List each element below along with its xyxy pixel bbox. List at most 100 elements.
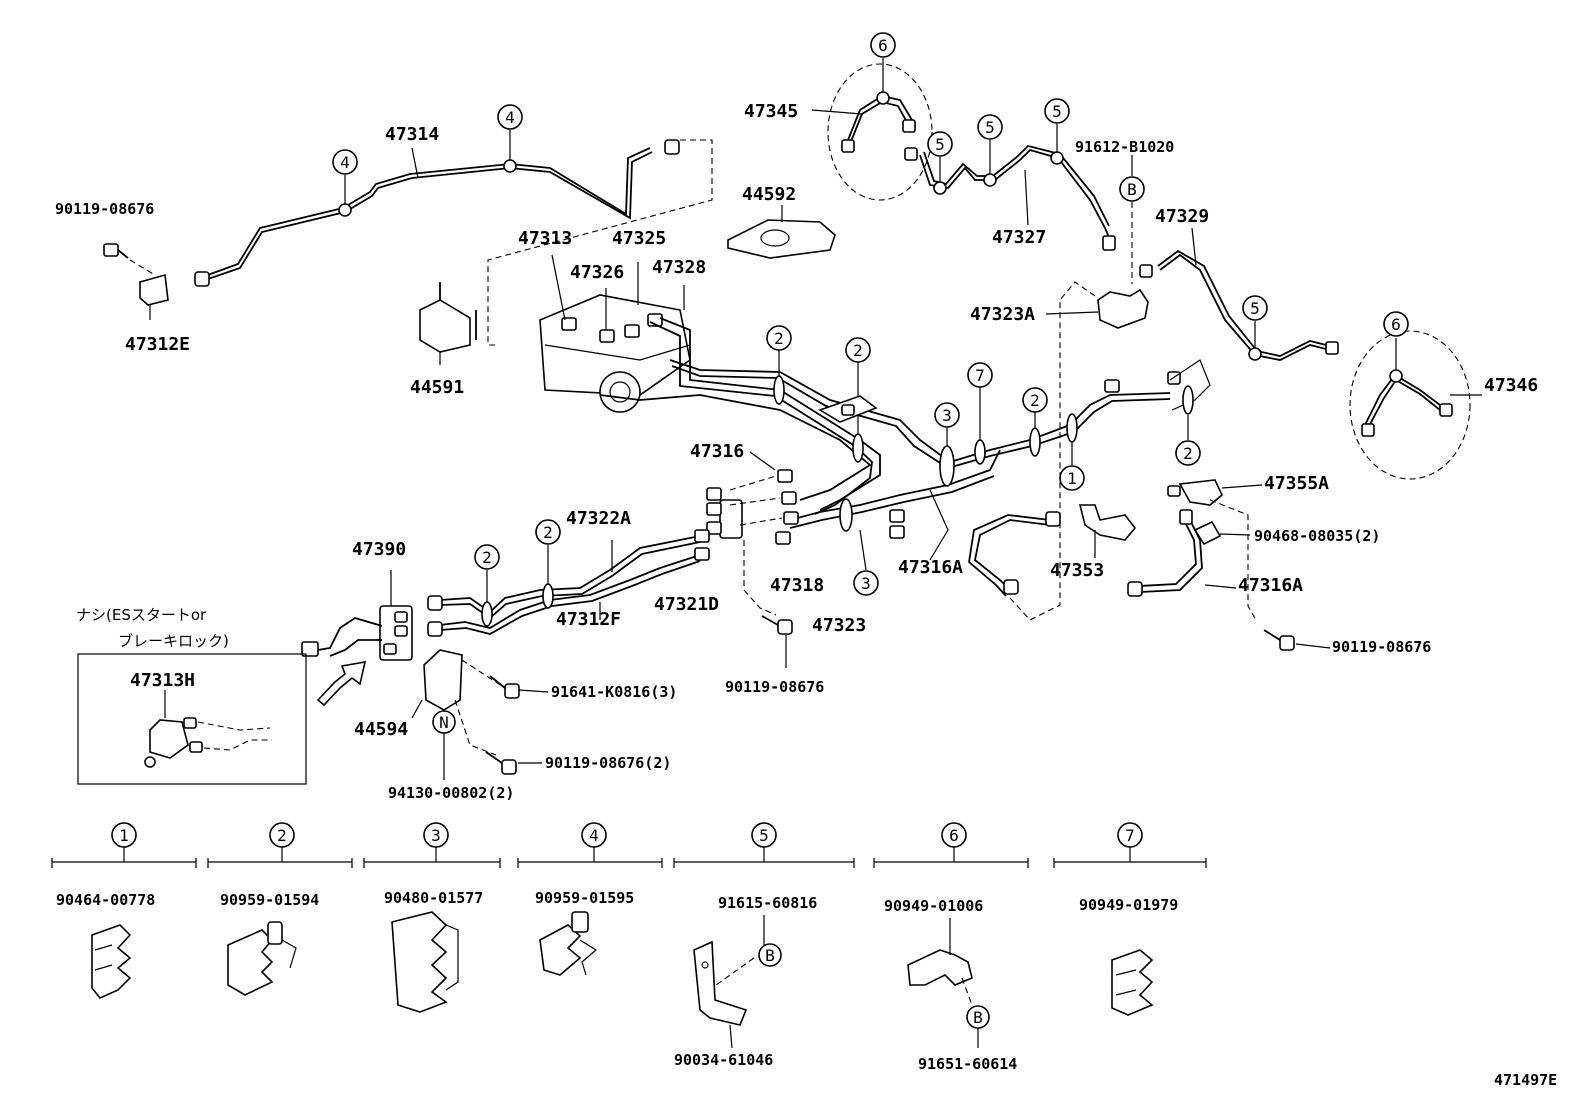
svg-text:6: 6: [949, 826, 959, 845]
label-47316: 47316: [690, 441, 744, 462]
legend-item-1: 1 90464-00778: [51, 822, 197, 999]
svg-text:2: 2: [482, 548, 492, 567]
label-94130: 94130-00802(2): [388, 784, 514, 802]
svg-text:5: 5: [935, 135, 945, 154]
svg-text:6: 6: [1391, 315, 1401, 334]
legend-item-3: 3 90480-01577: [363, 822, 501, 1013]
clip-4-marker-b: [503, 159, 517, 173]
label-90468: 90468-08035(2): [1254, 527, 1380, 545]
svg-text:B: B: [765, 946, 775, 965]
svg-text:3: 3: [942, 406, 952, 425]
pipe-bundle-main[interactable]: [599, 317, 1211, 529]
callout-2-c: 2: [1022, 387, 1048, 413]
label-44592: 44592: [742, 184, 796, 205]
bolt-90119-right[interactable]: [1263, 629, 1295, 651]
label-47321D: 47321D: [654, 594, 719, 615]
callout-5-a: 5: [927, 131, 953, 157]
label-91612: 91612-B1020: [1075, 138, 1174, 156]
legend-sub-5: 90034-61046: [674, 1051, 773, 1069]
svg-text:4: 4: [589, 826, 599, 845]
legend-item-6: 6 90949-01006 B 91651-60614: [873, 822, 1029, 1073]
clip-2-d: [1182, 385, 1194, 415]
note-line-1: ナシ(ESスタートor: [76, 606, 207, 624]
legend-part-7: 90949-01979: [1079, 896, 1178, 914]
callout-B-top: B: [1119, 176, 1145, 202]
svg-text:2: 2: [774, 329, 784, 348]
legend-item-4: 4 90959-01595: [517, 822, 663, 976]
inset-47313H: [77, 653, 307, 785]
hose-47345[interactable]: [827, 63, 933, 201]
bracket-47353[interactable]: [1078, 504, 1137, 558]
clip-3-a: [939, 445, 955, 487]
label-90119-top: 90119-08676: [55, 200, 154, 218]
svg-text:4: 4: [340, 153, 350, 172]
legend-part-3: 90480-01577: [384, 889, 483, 907]
callout-1: 1: [1059, 465, 1085, 491]
label-47345: 47345: [744, 101, 798, 122]
clip-5-marker-c: [1050, 151, 1064, 165]
svg-text:2: 2: [1183, 444, 1193, 463]
bracket-47312E[interactable]: [139, 273, 169, 320]
svg-text:1: 1: [1067, 469, 1077, 488]
union-block[interactable]: [706, 469, 799, 616]
hose-47316A-mid[interactable]: [889, 489, 1061, 597]
bracket-47323A[interactable]: [1097, 264, 1153, 329]
callout-2-e: 2: [474, 544, 500, 570]
legend-part-2: 90959-01594: [220, 891, 319, 909]
bolt-90119-top[interactable]: [103, 243, 129, 259]
pipe-47314[interactable]: [194, 139, 680, 287]
label-47313H: 47313H: [130, 670, 195, 691]
label-47355A: 47355A: [1264, 473, 1329, 494]
legend-part-6: 90949-01006: [884, 897, 983, 915]
legend-item-5: 5 91615-60816 B 90034-61046: [673, 822, 855, 1069]
legend-item-2: 2 90959-01594: [207, 822, 353, 996]
clip-5-marker-a: [933, 181, 947, 195]
abs-actuator[interactable]: [539, 254, 691, 413]
bracket-44591[interactable]: [419, 282, 477, 365]
bolt-90119-pair[interactable]: [485, 751, 517, 775]
bolt-91641[interactable]: [489, 675, 520, 699]
label-47323A: 47323A: [970, 304, 1035, 325]
label-47312F: 47312F: [556, 609, 621, 630]
callout-N: N: [432, 710, 456, 734]
svg-text:B: B: [973, 1008, 983, 1027]
svg-text:5: 5: [985, 118, 995, 137]
pipe-47329[interactable]: [1157, 249, 1339, 361]
clip-2-c: [1029, 427, 1041, 457]
bolt-90119-mid[interactable]: [761, 615, 793, 668]
svg-text:2: 2: [543, 523, 553, 542]
svg-text:2: 2: [1030, 391, 1040, 410]
legend-part-4: 90959-01595: [535, 889, 634, 907]
pointer-arrow: [316, 661, 367, 707]
clip-2-b: [852, 433, 864, 463]
clip-6-marker-top: [876, 91, 890, 105]
block-47390[interactable]: [301, 570, 413, 661]
hose-47346[interactable]: [1349, 330, 1471, 480]
clip-2-f: [542, 583, 554, 609]
callout-2-d: 2: [1175, 440, 1201, 466]
clip-4-marker-a: [338, 203, 352, 217]
svg-text:2: 2: [277, 826, 287, 845]
bracket-44594[interactable]: [411, 649, 463, 719]
callout-3-b: 3: [853, 570, 879, 596]
callout-2-b: 2: [845, 337, 871, 363]
bracket-44592[interactable]: [727, 205, 836, 259]
label-90119-pair: 90119-08676(2): [545, 754, 671, 772]
svg-text:5: 5: [1250, 299, 1260, 318]
label-90119-right: 90119-08676: [1332, 638, 1431, 656]
callout-3-a: 3: [934, 402, 960, 428]
legend: 1 90464-00778 2 90959-01594 3 90480-0157…: [51, 822, 1207, 1073]
clip-90468[interactable]: [1193, 520, 1222, 546]
label-47313: 47313: [518, 228, 572, 249]
callout-6-top: 6: [870, 32, 896, 58]
label-90119-mid: 90119-08676: [725, 678, 824, 696]
svg-text:6: 6: [878, 36, 888, 55]
legend-sub-6: 91651-60614: [918, 1055, 1017, 1073]
svg-text:1: 1: [119, 826, 129, 845]
bracket-47355A[interactable]: [1167, 479, 1223, 506]
clip-6-marker-right: [1389, 369, 1403, 383]
svg-text:7: 7: [975, 366, 985, 385]
label-47353: 47353: [1050, 560, 1104, 581]
legend-part-1: 90464-00778: [56, 891, 155, 909]
hose-47316A-right[interactable]: [1127, 509, 1203, 597]
